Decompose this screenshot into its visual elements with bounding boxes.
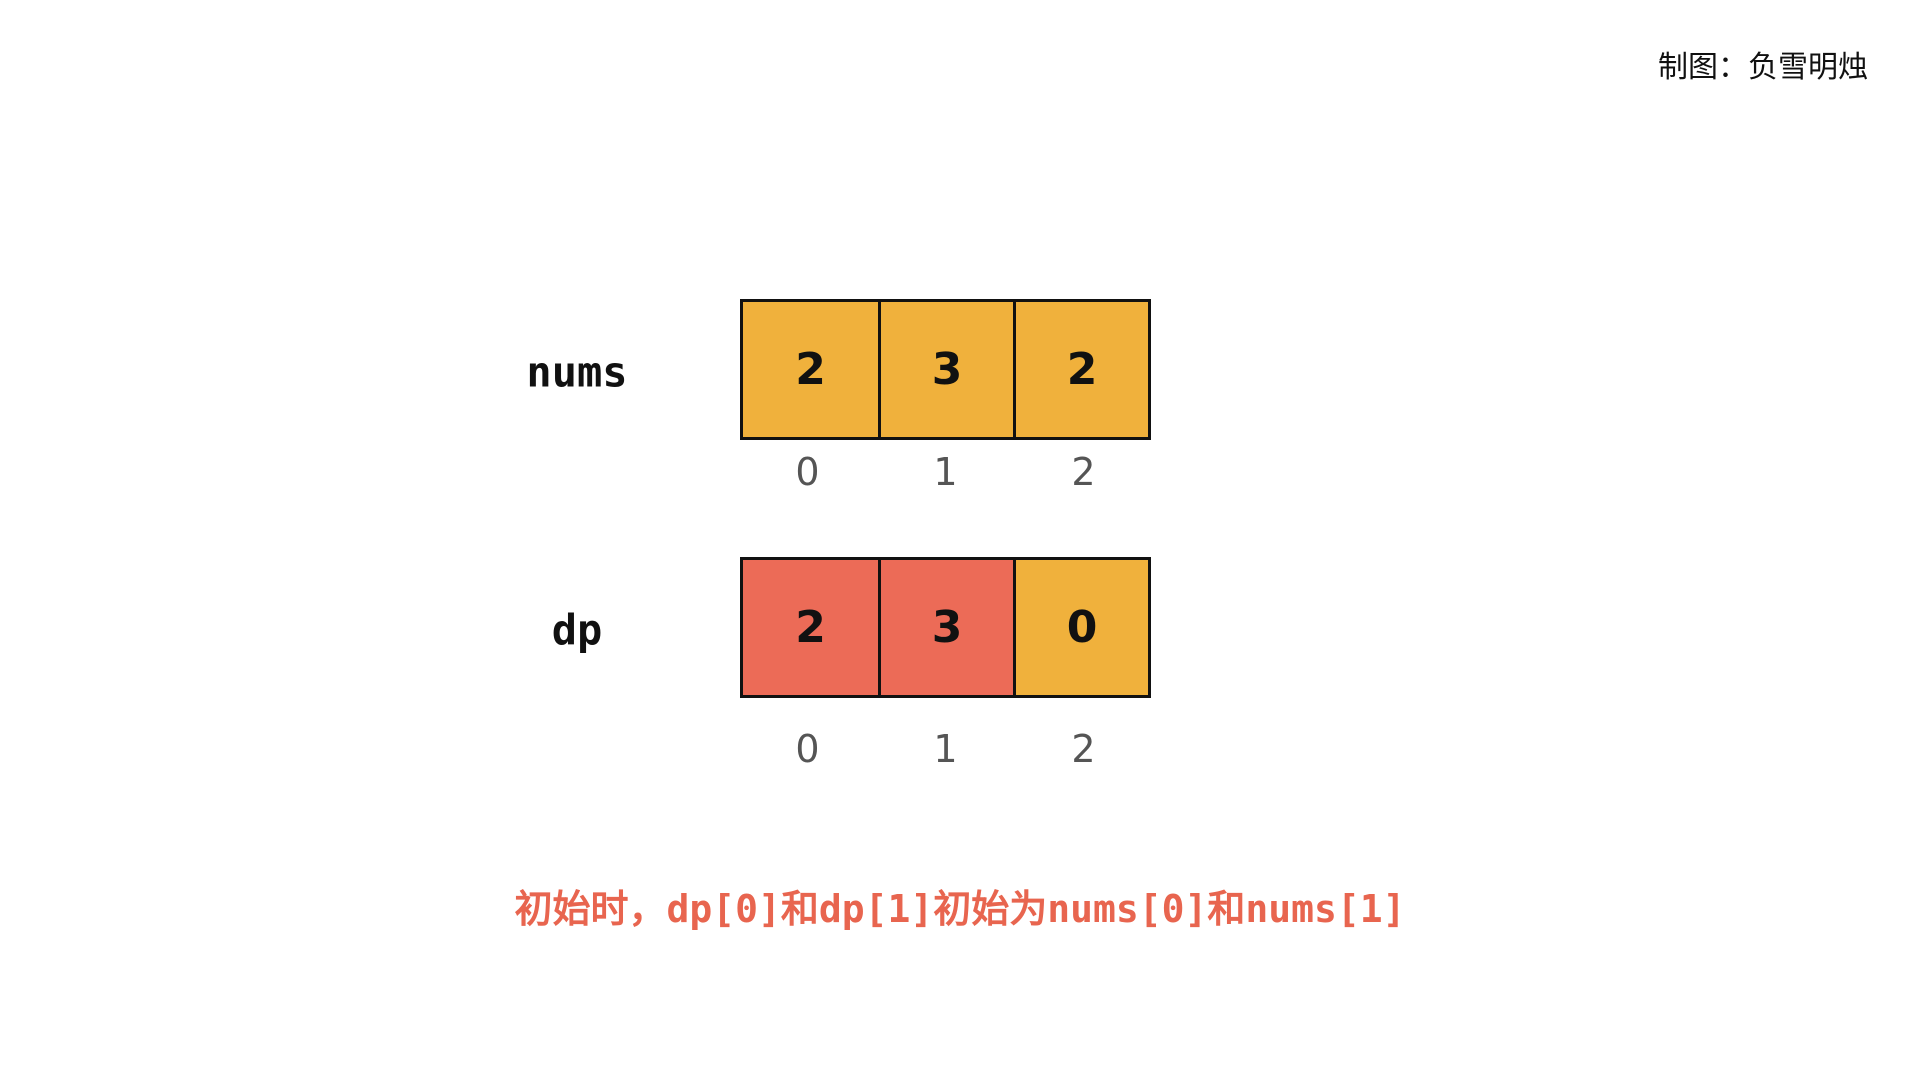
nums-cell-2: 2 — [1013, 302, 1148, 437]
nums-cell-0: 2 — [743, 302, 878, 437]
author-credit: 制图：负雪明烛 — [1658, 50, 1868, 85]
nums-index-1: 1 — [933, 450, 958, 494]
caption-text: 初始时，dp[0]和dp[1]初始为nums[0]和nums[1] — [514, 887, 1406, 931]
dp-index-2: 2 — [1071, 727, 1096, 771]
nums-array: 2 3 2 — [740, 299, 1151, 440]
nums-index-0: 0 — [795, 450, 820, 494]
dp-index-0: 0 — [795, 727, 820, 771]
dp-array: 2 3 0 — [740, 557, 1151, 698]
nums-cell-1: 3 — [878, 302, 1013, 437]
dp-cell-1: 3 — [878, 560, 1013, 695]
row-label-dp: dp — [551, 605, 603, 655]
dp-indices: 0 1 2 — [740, 727, 1151, 771]
dp-cell-0: 2 — [743, 560, 878, 695]
nums-index-2: 2 — [1071, 450, 1096, 494]
nums-indices: 0 1 2 — [740, 450, 1151, 494]
row-label-nums: nums — [526, 347, 628, 397]
dp-cell-2: 0 — [1013, 560, 1148, 695]
dp-index-1: 1 — [933, 727, 958, 771]
